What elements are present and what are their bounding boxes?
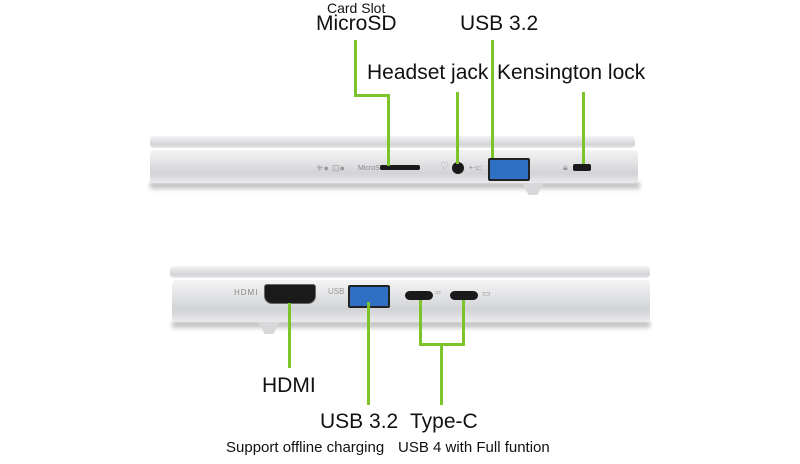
usb-bottom-label: USB 3.2 — [320, 410, 399, 433]
dc-icon: ═ — [435, 288, 441, 297]
usb-c-port-2 — [450, 291, 478, 300]
lock-icon: 🔒︎ — [563, 162, 568, 172]
usb-top-label: USB 3.2 — [460, 12, 539, 35]
bottom-laptop-lid — [170, 266, 650, 278]
bottom-laptop-shadow — [172, 322, 650, 330]
usb-a-port-top — [488, 158, 530, 181]
mic-icon: ✳● — [316, 163, 329, 173]
bottom-laptop-foot — [258, 322, 280, 334]
callout-line — [582, 92, 585, 164]
callout-line — [288, 303, 291, 368]
display-icon: ▭ — [482, 288, 491, 298]
callout-line — [462, 300, 465, 346]
microsd-slot — [380, 165, 420, 170]
callout-line — [387, 94, 390, 166]
callout-line — [491, 40, 494, 158]
headset-icon: ♡ — [440, 161, 449, 172]
typec-label: Type-C — [410, 410, 478, 433]
callout-line — [440, 343, 443, 405]
top-laptop-shadow — [150, 183, 640, 191]
card-slot-caption: Card Slot — [327, 0, 386, 16]
callout-line — [367, 302, 370, 405]
callout-line — [419, 300, 422, 346]
callout-line — [354, 94, 390, 97]
usb-c-port-1 — [405, 291, 433, 300]
headset-jack-port — [452, 162, 464, 174]
hdmi-marking: HDMI — [234, 288, 259, 297]
usb-symbol-icon: ⇠⊏ — [469, 163, 483, 172]
usb-charge-icon: USB — [328, 287, 345, 296]
typec-note: USB 4 with Full funtion — [398, 439, 550, 456]
battery-led-icon: ⊡● — [332, 163, 345, 173]
usb-charging-note: Support offline charging — [226, 439, 385, 456]
top-laptop-foot — [522, 183, 544, 195]
headset-label: Headset jack — [367, 61, 489, 84]
callout-line — [456, 92, 459, 164]
microsd-label: MicroSD — [316, 12, 397, 35]
top-laptop-lid — [150, 136, 635, 148]
microsd-marking: MicroSD — [358, 165, 385, 172]
kensington-label: Kensington lock — [497, 61, 646, 84]
bottom-laptop-body — [172, 280, 650, 322]
hdmi-port — [264, 284, 316, 304]
hdmi-label: HDMI — [262, 374, 316, 397]
kensington-lock-slot — [573, 164, 591, 171]
callout-line — [354, 40, 357, 97]
